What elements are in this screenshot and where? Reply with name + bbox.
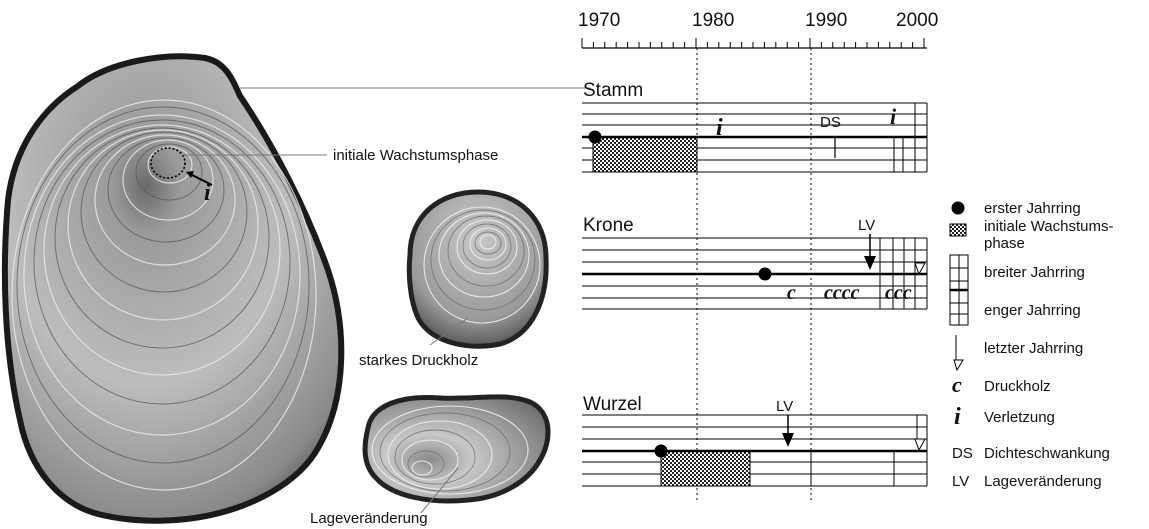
legend-initial-phase-line2: phase: [984, 235, 1025, 252]
legend-initial-phase-line1: initiale Wachstums-: [984, 218, 1113, 235]
stem-cross-section-image: i: [5, 56, 341, 520]
legend-lv: Lageveränderung: [984, 473, 1102, 490]
injury-marker: i: [890, 104, 897, 129]
legend-first-ring: erster Jahrring: [984, 200, 1081, 217]
axis-tick-label: 1970: [578, 10, 620, 31]
legend-injury-symbol: i: [954, 404, 961, 430]
compression-marker: c: [787, 282, 796, 304]
legend-density-symbol: DS: [952, 445, 973, 462]
legend-compression-symbol: c: [952, 372, 962, 397]
initial-phase-bar: [593, 137, 697, 172]
legend-first-ring-icon: [952, 202, 965, 215]
legend-density: Dichteschwankung: [984, 445, 1110, 462]
axis-tick-label: 1990: [805, 10, 847, 31]
injury-marker-on-image: i: [204, 180, 211, 206]
callout-initial-phase: initiale Wachstumsphase: [333, 147, 498, 164]
legend-last-ring-icon: [954, 335, 963, 370]
section-title-wurzel: Wurzel: [583, 394, 642, 415]
axis-tick-label: 1980: [692, 10, 734, 31]
density-marker: DS: [820, 114, 841, 131]
section-title-krone: Krone: [583, 215, 634, 236]
legend-narrow-ring: enger Jahrring: [984, 302, 1081, 319]
legend-wide-ring: breiter Jahrring: [984, 264, 1085, 281]
legend-initial-phase-icon: [950, 224, 966, 236]
first-ring-marker: [759, 268, 772, 281]
legend: erster Jahrring initiale Wachstums- phas…: [950, 200, 1113, 490]
stamm-ring-panel: i DS i: [582, 103, 927, 172]
legend-last-ring: letzter Jahrring: [984, 340, 1083, 357]
root-cross-section-image: [365, 397, 548, 501]
initial-phase-bar: [661, 451, 750, 486]
legend-ring-width-icon: [950, 255, 968, 325]
callout-compression-wood: starkes Druckholz: [359, 352, 478, 369]
callout-position-change: Lageveränderung: [310, 510, 428, 527]
timeline-axis: 1970 1980 1990 2000: [578, 10, 938, 48]
section-title-stamm: Stamm: [583, 80, 643, 101]
legend-injury: Verletzung: [984, 409, 1055, 426]
legend-lv-symbol: LV: [952, 473, 969, 490]
crown-cross-section-image: [409, 192, 546, 346]
lv-label: LV: [776, 398, 793, 415]
first-ring-marker: [589, 131, 602, 144]
compression-marker-run: ccc: [885, 282, 912, 304]
injury-marker: i: [716, 115, 723, 141]
axis-tick-label: 2000: [896, 10, 938, 31]
lv-label: LV: [858, 217, 875, 234]
compression-marker-run: cccc: [824, 282, 860, 304]
krone-ring-panel: LV c cccc ccc: [582, 217, 927, 309]
first-ring-marker: [655, 445, 668, 458]
legend-compression: Druckholz: [984, 378, 1051, 395]
